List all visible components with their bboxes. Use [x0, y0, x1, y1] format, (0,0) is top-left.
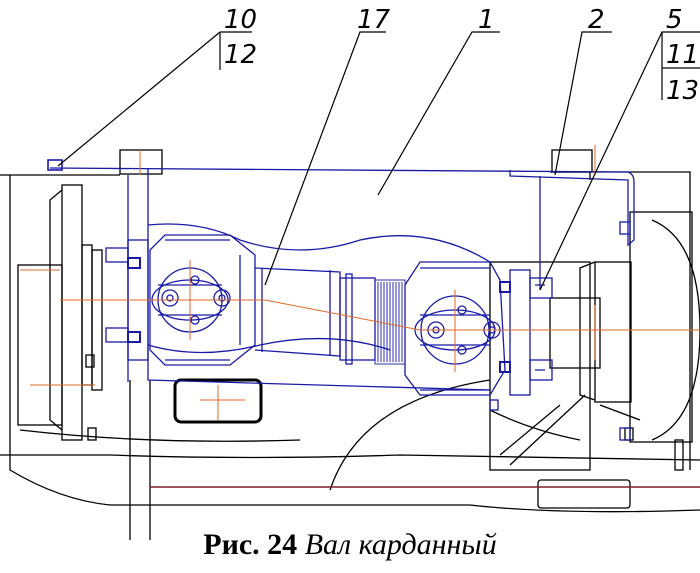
callout-labels: 10 12 17 1 2 5 11 13	[224, 5, 699, 106]
callout-2: 2	[588, 5, 605, 35]
callout-12: 12	[224, 40, 257, 70]
callout-leaders	[57, 31, 700, 291]
figure-number: Рис. 24	[203, 528, 298, 561]
figure-caption: Рис. 24 Вал карданный	[0, 528, 700, 562]
frame-structure	[0, 149, 700, 540]
axis-lines	[20, 145, 700, 420]
callout-1: 1	[478, 5, 495, 35]
cover-plate	[49, 167, 635, 247]
callout-5: 5	[666, 5, 683, 35]
figure-title: Вал карданный	[304, 528, 497, 561]
callout-13: 13	[666, 76, 699, 106]
right-flange	[509, 269, 531, 396]
callout-10: 10	[224, 5, 257, 35]
callout-11: 11	[666, 40, 699, 70]
callout-17: 17	[357, 5, 391, 35]
